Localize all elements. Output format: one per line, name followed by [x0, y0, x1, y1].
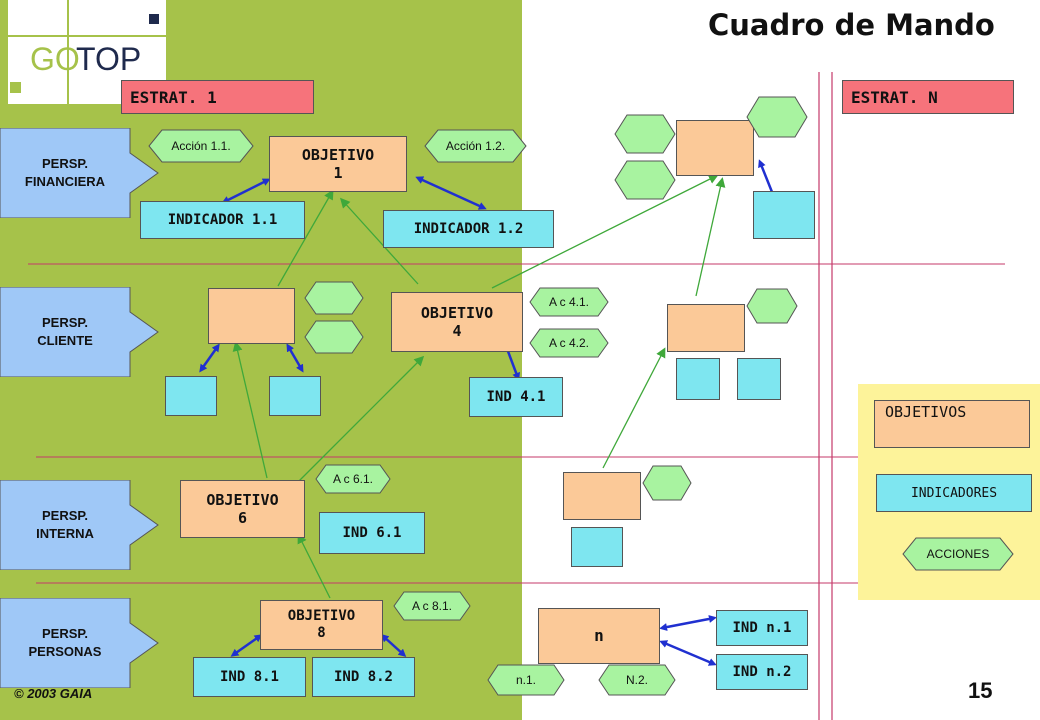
indicator-cliente-unlabeled-2: [269, 376, 321, 416]
action-strategy-n-cliente: [746, 288, 798, 324]
objective-6-box: OBJETIVO 6: [180, 480, 305, 538]
action-1-1-label: Acción 1.1.: [171, 139, 231, 153]
perspective-financiera: PERSP. FINANCIERA: [0, 128, 160, 218]
perspective-interna: PERSP. INTERNA: [0, 480, 160, 570]
objective-strategy-n-cliente: [667, 304, 745, 352]
perspective-interna-label: PERSP. INTERNA: [36, 508, 94, 541]
gotop-logo: GO TOP: [0, 0, 170, 104]
strategy-1-label: ESTRAT. 1: [121, 80, 314, 114]
perspective-personas-label: PERSP. PERSONAS: [28, 626, 102, 659]
action-8-1-label: A c 8.1.: [411, 599, 453, 613]
indicator-strategy-n-financiera: [753, 191, 815, 239]
indicator-strategy-n-interna: [571, 527, 623, 567]
indicator-n-1: IND n.1: [716, 610, 808, 646]
legend-indicators: INDICADORES: [876, 474, 1032, 512]
action-n-2-hexagon: N.2.: [598, 664, 676, 696]
indicator-4-1: IND 4.1: [469, 377, 563, 417]
action-1-2-hexagon: Acción 1.2.: [424, 129, 527, 163]
action-n-1-label: n.1.: [515, 673, 536, 687]
action-1-2-label: Acción 1.2.: [445, 139, 506, 153]
strategy-n-label: ESTRAT. N: [842, 80, 1014, 114]
copyright-text: © 2003 GAIA: [14, 686, 93, 701]
indicator-1-1: INDICADOR 1.1: [140, 201, 305, 239]
perspective-financiera-label: PERSP. FINANCIERA: [24, 156, 106, 189]
objective-8-box: OBJETIVO 8: [260, 600, 383, 650]
objective-strategy-n-interna: [563, 472, 641, 520]
indicator-strategy-n-cliente-1: [676, 358, 720, 400]
legend-actions-label: ACCIONES: [926, 547, 990, 561]
legend-actions-hexagon: ACCIONES: [902, 537, 1014, 571]
action-1-1-hexagon: Acción 1.1.: [148, 129, 254, 163]
action-n-1-hexagon: n.1.: [487, 664, 565, 696]
action-cliente-unlabeled-2: [304, 320, 364, 354]
action-6-1-label: A c 6.1.: [332, 472, 374, 486]
logo-text-go: GO: [30, 41, 80, 77]
action-6-1-hexagon: A c 6.1.: [315, 464, 391, 494]
action-strategy-n-interna: [642, 465, 692, 501]
objective-strategy-n-financiera: [676, 120, 754, 176]
objective-cliente-unlabeled: [208, 288, 295, 344]
logo-text-top: TOP: [76, 41, 141, 77]
indicator-8-1: IND 8.1: [193, 657, 306, 697]
objective-4-box: OBJETIVO 4: [391, 292, 523, 352]
page-title: Cuadro de Mando: [708, 8, 995, 42]
objective-1-box: OBJETIVO 1: [269, 136, 407, 192]
page-number: 15: [968, 678, 993, 703]
action-strategy-n-financiera-3: [746, 96, 808, 138]
indicator-8-2: IND 8.2: [312, 657, 415, 697]
objective-n-box: n: [538, 608, 660, 664]
action-n-2-label: N.2.: [625, 673, 648, 687]
indicator-1-2: INDICADOR 1.2: [383, 210, 554, 248]
indicator-strategy-n-cliente-2: [737, 358, 781, 400]
indicator-n-2: IND n.2: [716, 654, 808, 690]
action-8-1-hexagon: A c 8.1.: [393, 591, 471, 621]
action-4-2-hexagon: A c 4.2.: [529, 328, 609, 358]
indicator-6-1: IND 6.1: [319, 512, 425, 554]
action-4-1-hexagon: A c 4.1.: [529, 287, 609, 317]
action-cliente-unlabeled-1: [304, 281, 364, 315]
indicator-cliente-unlabeled-1: [165, 376, 217, 416]
perspective-personas: PERSP. PERSONAS: [0, 598, 160, 688]
action-strategy-n-financiera-1: [614, 114, 676, 154]
perspective-cliente: PERSP. CLIENTE: [0, 287, 160, 377]
action-strategy-n-financiera-2: [614, 160, 676, 200]
perspective-cliente-label: PERSP. CLIENTE: [37, 315, 93, 348]
action-4-1-label: A c 4.1.: [548, 295, 590, 309]
legend-objectives: OBJETIVOS: [874, 400, 1030, 448]
action-4-2-label: A c 4.2.: [548, 336, 590, 350]
